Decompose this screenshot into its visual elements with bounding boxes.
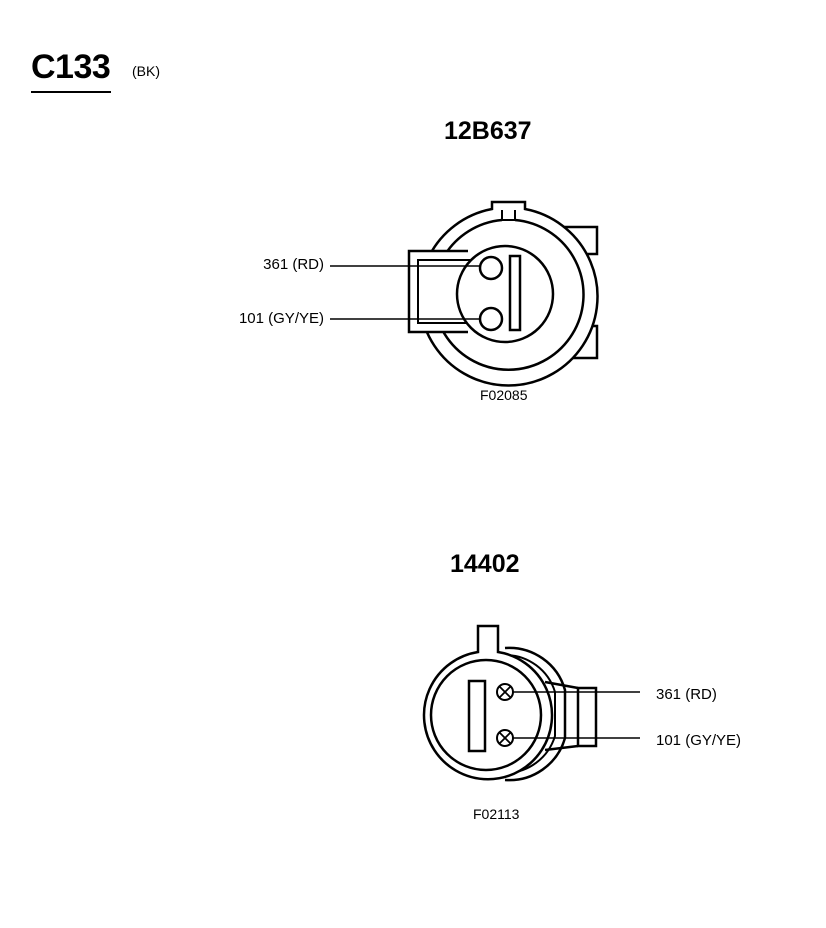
connector-a-pin-one-blade <box>508 254 522 332</box>
connector-b-drawing <box>422 624 640 782</box>
connector-b-pin-one-blade <box>467 679 487 753</box>
connector-b-right-shroud-link <box>544 680 579 752</box>
connector-a-right-tab-top <box>545 225 599 256</box>
connector-a-key <box>501 210 516 221</box>
connector-a-left-shroud <box>407 249 468 334</box>
connector-color: (BK) <box>132 63 160 79</box>
connector-a-face <box>455 244 555 344</box>
connector-id: C133 <box>31 48 111 86</box>
connector-a-part-number: 12B637 <box>444 117 532 145</box>
connector-a-pin-gray-yellow-cavity <box>478 306 504 332</box>
connector-b-right-shroud <box>576 686 598 748</box>
connector-b-wire-label-gray-yellow: 101 (GY/YE) <box>656 732 742 749</box>
connector-id-underline <box>31 91 111 93</box>
connector-b-pin-gray-yellow-cavity <box>496 729 514 747</box>
connector-a-drawing <box>330 200 599 387</box>
connector-a-wire-label-red: 361 (RD) <box>263 256 324 273</box>
connector-b-rear-body-inner <box>504 653 556 775</box>
connector-a-pin-red-cavity <box>478 255 504 281</box>
connector-b-part-number: 14402 <box>450 550 520 578</box>
connector-b-wire-label-red: 361 (RD) <box>656 686 717 703</box>
connector-a-left-shroud-inner <box>417 259 470 324</box>
connector-a-wire-label-gray-yellow: 101 (GY/YE) <box>238 310 324 327</box>
connector-b-figure-code: F02113 <box>473 806 520 822</box>
connector-b-pin-red-cavity <box>496 683 514 701</box>
connector-a-figure-code: F02085 <box>480 387 528 403</box>
